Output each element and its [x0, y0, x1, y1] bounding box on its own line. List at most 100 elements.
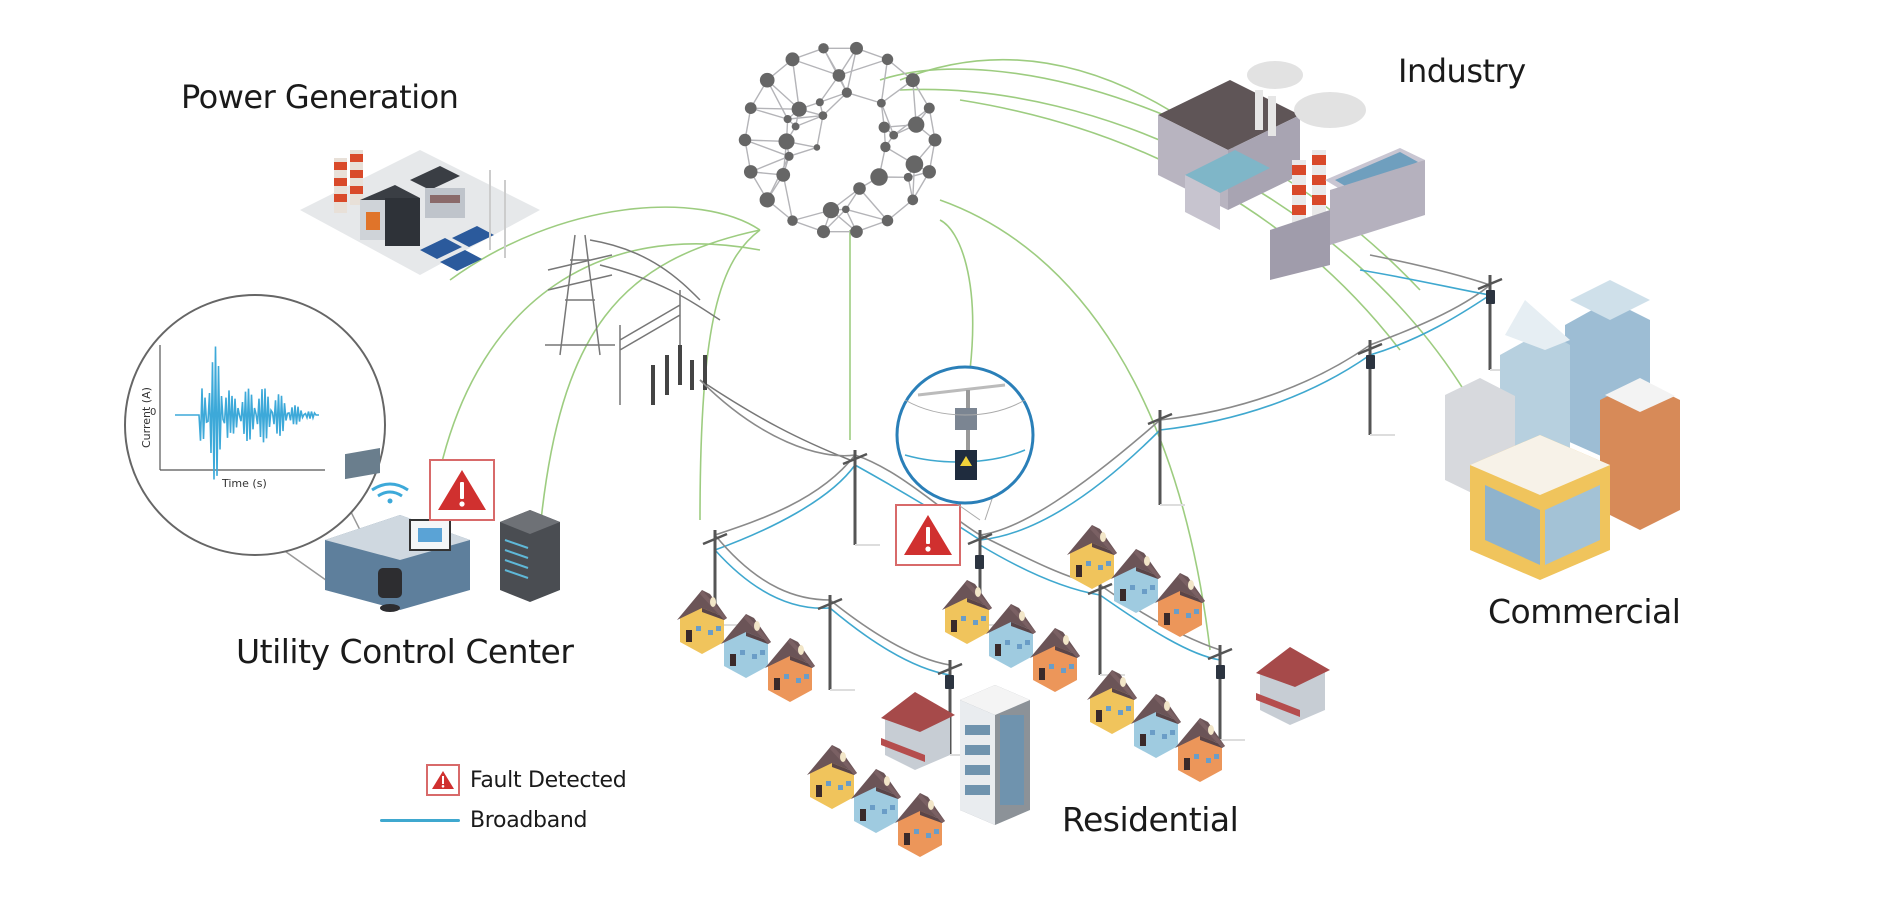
wireless-links — [439, 58, 1471, 651]
fault-alert-control-center — [429, 459, 495, 521]
mesh-node — [905, 73, 920, 88]
control-room-illustration — [325, 447, 470, 612]
mesh-link — [822, 92, 848, 117]
mesh-node — [783, 115, 792, 124]
mesh-link — [744, 139, 790, 157]
mesh-node — [822, 201, 840, 219]
mesh-node — [903, 172, 913, 182]
house-icon — [765, 638, 815, 702]
mesh-link — [846, 91, 882, 104]
mesh-link — [750, 107, 800, 110]
broadband-line-swatch — [380, 818, 460, 822]
mesh-node — [850, 41, 863, 55]
mesh-node — [889, 130, 899, 140]
mesh-link — [782, 174, 794, 221]
inset-y-axis-label: Current (A) — [140, 387, 153, 448]
apartment-building — [960, 685, 1030, 825]
house-icon — [895, 793, 945, 857]
mesh-link — [816, 115, 824, 148]
commercial-buildings — [1445, 280, 1680, 580]
mesh-link — [788, 146, 818, 157]
mesh-link — [880, 59, 889, 104]
mesh-node — [813, 144, 821, 151]
mesh-node — [816, 225, 831, 239]
mesh-node — [850, 225, 863, 239]
label-commercial: Commercial — [1488, 592, 1681, 631]
mesh-link — [750, 107, 788, 120]
legend: Fault Detected Broadband — [380, 760, 627, 840]
mesh-node — [818, 43, 829, 54]
sensor-zoom-inset — [895, 365, 1035, 521]
house-icon — [851, 769, 901, 833]
mesh-node — [907, 194, 919, 206]
mesh-node — [815, 98, 824, 107]
house-icon — [1131, 694, 1181, 758]
mesh-node — [784, 151, 794, 161]
mesh-link — [792, 58, 840, 77]
legend-item-fault: Fault Detected — [380, 760, 627, 800]
mesh-node — [878, 121, 890, 133]
mesh-node — [832, 69, 846, 82]
mesh-node — [759, 192, 775, 208]
house-icon — [1030, 628, 1080, 692]
mesh-link — [858, 188, 889, 222]
mesh-link — [750, 155, 790, 173]
mesh-node — [818, 111, 828, 120]
mesh-link — [791, 59, 800, 110]
fault-alert-residential — [895, 504, 961, 566]
transmission-towers — [545, 234, 851, 461]
house-icon — [677, 590, 727, 654]
legend-item-broadband: Broadband — [380, 800, 626, 840]
mesh-node — [738, 133, 752, 147]
warning-triangle-icon — [426, 764, 460, 796]
mesh-node — [791, 101, 807, 117]
house-icon — [1175, 718, 1225, 782]
industry-illustration — [1158, 61, 1425, 280]
house-icon — [1067, 525, 1117, 589]
house-icon — [986, 604, 1036, 668]
mesh-link — [795, 114, 824, 128]
house-icon — [1111, 549, 1161, 613]
house-icon — [1087, 670, 1137, 734]
sensor-devices — [945, 290, 1495, 689]
network-mesh-icon — [738, 41, 942, 239]
mesh-node — [778, 133, 795, 150]
mesh-node — [880, 141, 891, 153]
house-icon — [807, 745, 857, 809]
house-icon — [721, 614, 771, 678]
mesh-link — [838, 58, 888, 77]
label-power-generation: Power Generation — [181, 78, 459, 116]
label-residential: Residential — [1062, 800, 1239, 839]
mesh-node — [908, 116, 925, 133]
mesh-node — [928, 133, 942, 147]
server-rack-icon — [500, 510, 560, 602]
mesh-node — [791, 122, 800, 131]
house-icon — [1155, 573, 1205, 637]
house-icon — [942, 580, 992, 644]
mesh-link — [880, 102, 895, 136]
mesh-node — [759, 72, 775, 88]
mesh-node — [881, 214, 894, 227]
large-houses — [881, 647, 1330, 770]
mesh-link — [845, 208, 888, 222]
mesh-node — [870, 168, 888, 186]
mesh-node — [881, 53, 894, 66]
mesh-node — [842, 205, 850, 214]
mesh-node — [787, 215, 798, 226]
mesh-node — [785, 52, 800, 67]
mesh-node — [922, 165, 936, 179]
wifi-icon — [371, 482, 409, 504]
mesh-node — [776, 168, 791, 182]
mesh-node — [905, 155, 924, 174]
label-utility-control-center: Utility Control Center — [236, 632, 574, 671]
inset-zero-tick: 0 — [150, 407, 156, 418]
insulators — [651, 345, 707, 405]
mesh-node — [923, 102, 935, 114]
mesh-node — [841, 87, 852, 98]
legend-label-fault: Fault Detected — [470, 767, 627, 793]
mesh-node — [744, 102, 757, 115]
inset-x-axis-label: Time (s) — [221, 477, 267, 490]
mesh-node — [743, 165, 758, 179]
label-industry: Industry — [1398, 52, 1526, 90]
